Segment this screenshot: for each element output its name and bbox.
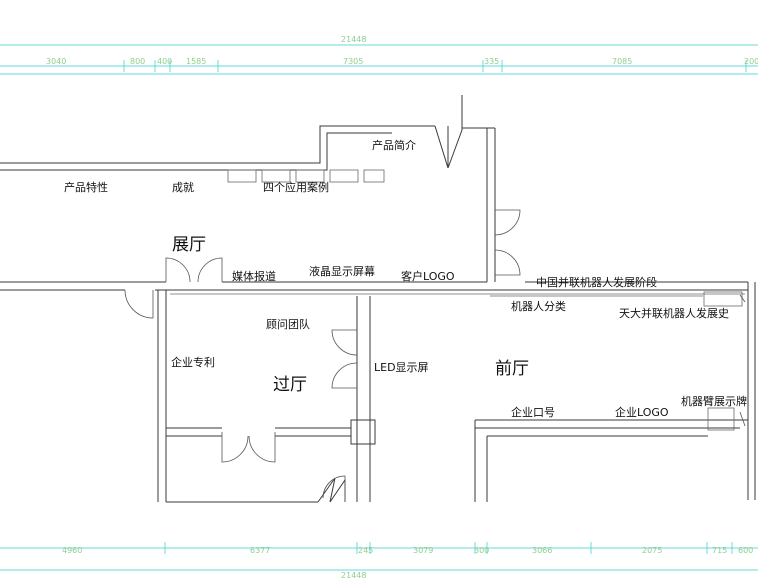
label-led-screen: LED显示屏: [374, 361, 429, 374]
bottom-dim-2: 6377: [250, 546, 270, 555]
top-dim-2: 800: [130, 57, 145, 66]
top-dim-8: 200: [744, 57, 758, 66]
label-lcd-screen: 液晶显示屏幕: [309, 264, 375, 278]
label-tianda-history: 天大并联机器人发展史: [619, 306, 729, 320]
label-patents: 企业专利: [171, 355, 215, 369]
label-consultant-team: 顾问团队: [266, 317, 310, 331]
label-product-intro: 产品简介: [372, 138, 416, 152]
top-dim-4: 1585: [186, 57, 206, 66]
top-dimension-chain: 21448 3040 800 400 1585 7305 335 7085 20…: [0, 35, 758, 75]
label-media-reports: 媒体报道: [232, 269, 276, 283]
bottom-dim-8: 715: [712, 546, 727, 555]
room-passage-hall: 过厅: [273, 375, 307, 395]
top-dim-7: 7085: [612, 57, 632, 66]
top-dim-6: 335: [484, 57, 499, 66]
label-four-cases: 四个应用案例: [263, 180, 329, 194]
bottom-dim-3: 245: [358, 546, 373, 555]
label-robot-history: 中国并联机器人发展阶段: [536, 275, 657, 289]
top-total-dimension: 21448: [341, 35, 366, 44]
bottom-dimension-chain: 4960 6377 245 3079 300 3066 2075 715 600…: [0, 542, 758, 580]
label-arm-sign: 机器臂展示牌: [681, 394, 747, 408]
bottom-dim-1: 4960: [62, 546, 82, 555]
walls: [0, 95, 756, 503]
label-robot-category: 机器人分类: [511, 299, 566, 313]
room-exhibition-hall: 展厅: [172, 235, 206, 255]
doors: [124, 209, 746, 502]
label-product-features: 产品特性: [64, 180, 108, 194]
label-slogan: 企业口号: [511, 405, 555, 419]
top-dim-1: 3040: [46, 57, 66, 66]
top-dim-3: 400: [157, 57, 172, 66]
room-front-hall: 前厅: [495, 359, 529, 379]
label-client-logo: 客户LOGO: [401, 269, 455, 283]
bottom-dim-6: 3066: [532, 546, 552, 555]
top-dim-5: 7305: [343, 57, 363, 66]
bottom-dim-7: 2075: [642, 546, 662, 555]
label-achievements: 成就: [172, 180, 194, 194]
bottom-dim-9: 600: [738, 546, 753, 555]
bottom-total-dimension: 21448: [341, 571, 366, 580]
label-company-logo: 企业LOGO: [615, 405, 669, 419]
bottom-dim-5: 300: [474, 546, 489, 555]
bottom-dim-4: 3079: [413, 546, 433, 555]
